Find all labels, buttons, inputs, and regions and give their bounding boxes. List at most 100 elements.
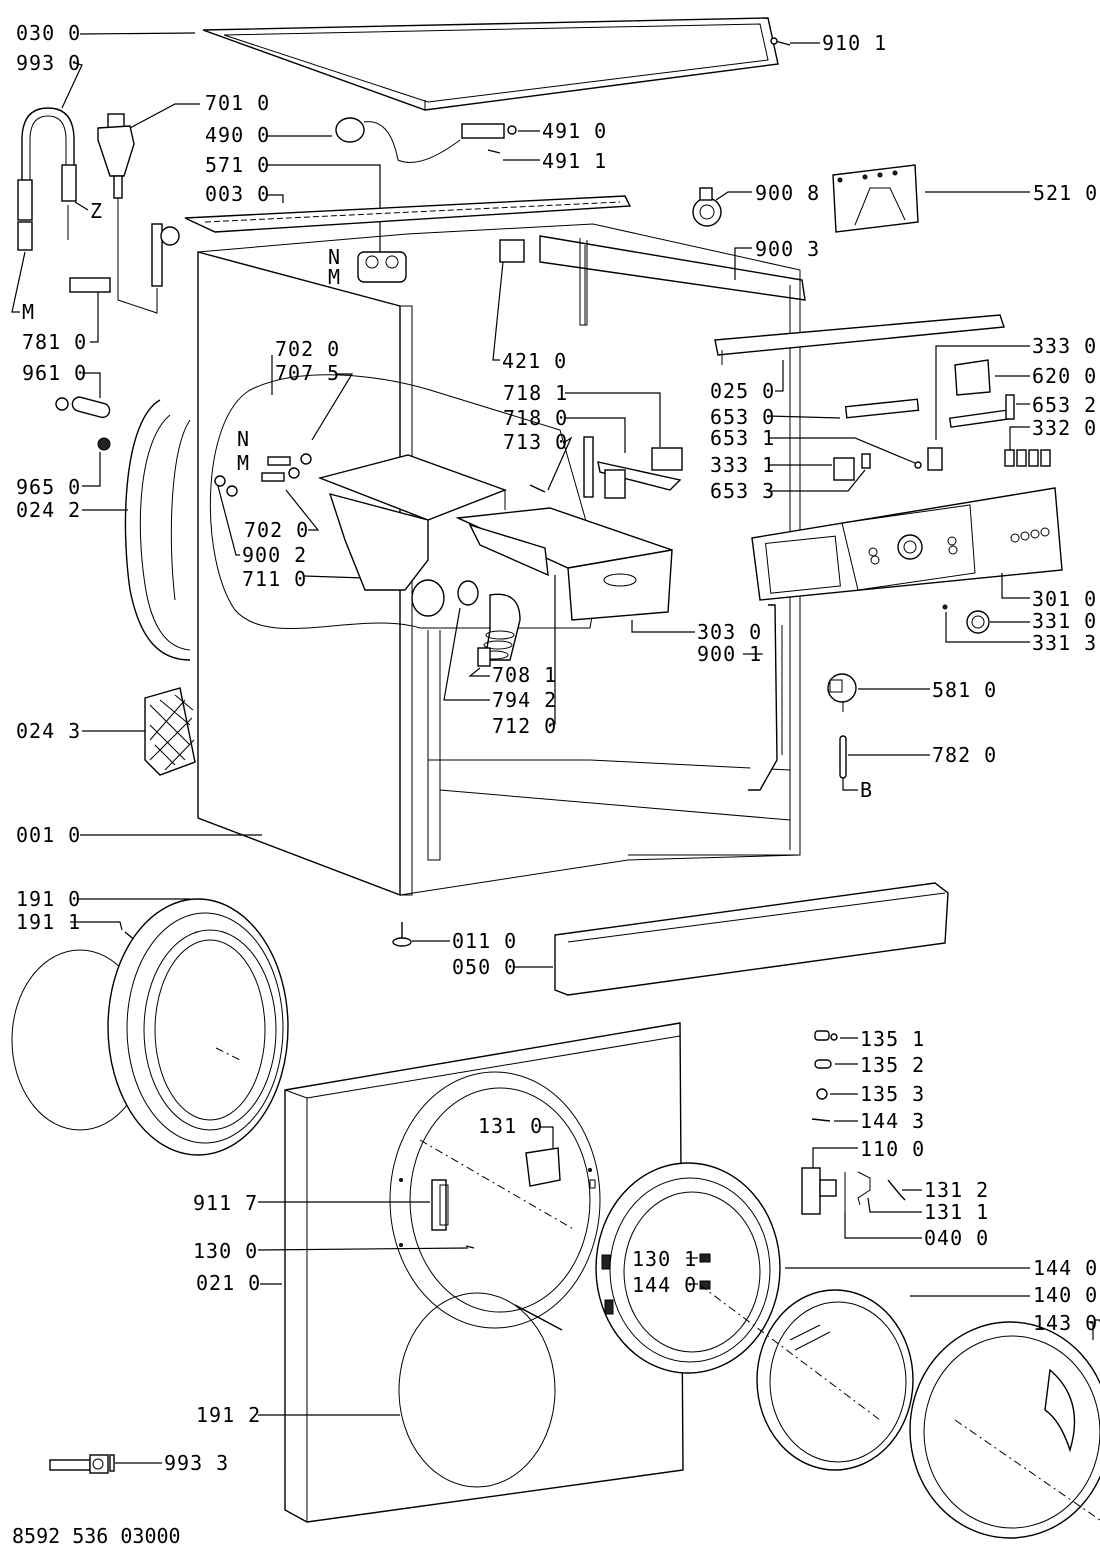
tub-cutout (209, 374, 601, 629)
spring-135-2 (814, 1059, 832, 1069)
control-rail-025-0 (714, 314, 1005, 365)
part-label[interactable]: 024 3 (16, 719, 81, 743)
leader-line (540, 1126, 554, 1148)
part-label[interactable]: 571 0 (205, 153, 270, 177)
part-label[interactable]: 024 2 (16, 498, 81, 522)
leader-line (844, 1212, 922, 1239)
part-label[interactable]: 718 1 (503, 381, 568, 405)
part-label[interactable]: 653 0 (710, 405, 775, 429)
leader-line (565, 417, 626, 453)
part-label[interactable]: 900 2 (242, 543, 307, 567)
part-label[interactable]: 581 0 (932, 678, 997, 702)
part-label[interactable]: 333 1 (710, 453, 775, 477)
part-label[interactable]: 491 0 (542, 119, 607, 143)
side-frame-024-2 (124, 399, 191, 661)
leader-line (79, 32, 196, 35)
part-label[interactable]: 781 0 (22, 330, 87, 354)
part-label[interactable]: 713 0 (503, 430, 568, 454)
part-label[interactable]: 900 8 (755, 181, 820, 205)
hinge-pin-135-1 (814, 1030, 838, 1041)
part-label[interactable]: 620 0 (1032, 364, 1097, 388)
door-glass-140-0 (699, 1284, 914, 1471)
part-label[interactable]: 900 3 (755, 237, 820, 261)
knob-331-0 (942, 604, 990, 634)
part-label[interactable]: 001 0 (16, 823, 81, 847)
part-label[interactable]: 303 0 (697, 620, 762, 644)
part-label[interactable]: 130 0 (193, 1239, 258, 1263)
dispenser-711-0 (317, 454, 507, 617)
leader-line (715, 191, 752, 201)
part-label[interactable]: 965 0 (16, 475, 81, 499)
part-label[interactable]: 301 0 (1032, 587, 1097, 611)
part-label[interactable]: 131 0 (478, 1114, 543, 1138)
leader-line (767, 415, 841, 419)
part-label[interactable]: 782 0 (932, 743, 997, 767)
part-label[interactable]: M (22, 300, 35, 324)
part-label[interactable]: 131 1 (924, 1200, 989, 1224)
led-strip-653-2 (948, 394, 1015, 428)
part-label[interactable]: 131 2 (924, 1178, 989, 1202)
bracket-333-0 (914, 447, 943, 471)
rear-rail (539, 235, 806, 326)
part-label[interactable]: 140 0 (1033, 1283, 1098, 1307)
part-label[interactable]: 653 3 (710, 479, 775, 503)
part-label[interactable]: 135 3 (860, 1082, 925, 1106)
part-label[interactable]: 144 3 (860, 1109, 925, 1133)
part-label[interactable]: 191 1 (16, 910, 81, 934)
part-label[interactable]: 911 7 (193, 1191, 258, 1215)
part-label[interactable]: 421 0 (502, 349, 567, 373)
part-label[interactable]: 144 0 (1033, 1256, 1098, 1280)
part-label[interactable]: 011 0 (452, 929, 517, 953)
part-label[interactable]: 135 2 (860, 1053, 925, 1077)
part-label[interactable]: 491 1 (542, 149, 607, 173)
part-label[interactable]: N (328, 245, 341, 269)
part-label[interactable]: 961 0 (22, 361, 87, 385)
part-label[interactable]: 653 1 (710, 426, 775, 450)
part-label[interactable]: 331 0 (1032, 609, 1097, 633)
part-label[interactable]: N (237, 427, 250, 451)
part-label[interactable]: 191 2 (196, 1403, 261, 1427)
part-900-8 (692, 187, 722, 227)
part-label[interactable]: 702 0 (244, 518, 309, 542)
part-label[interactable]: 110 0 (860, 1137, 925, 1161)
part-label[interactable]: 711 0 (242, 567, 307, 591)
part-label[interactable]: 521 0 (1033, 181, 1098, 205)
part-label[interactable]: 191 0 (16, 887, 81, 911)
part-label[interactable]: 707 5 (275, 361, 340, 385)
part-label[interactable]: 003 0 (205, 182, 270, 206)
part-label[interactable]: 144 0 (632, 1273, 697, 1297)
part-label[interactable]: 332 0 (1032, 416, 1097, 440)
part-label[interactable]: 490 0 (205, 123, 270, 147)
leader-line (945, 612, 1030, 643)
part-label[interactable]: 993 0 (16, 51, 81, 75)
part-label[interactable]: 331 3 (1032, 631, 1097, 655)
leader-line (82, 372, 101, 398)
part-label[interactable]: 025 0 (710, 379, 775, 403)
part-label[interactable]: 030 0 (16, 21, 81, 45)
leader-line (61, 62, 83, 109)
bracket-333-1 (833, 453, 871, 481)
part-label[interactable]: 653 2 (1032, 393, 1097, 417)
part-label[interactable]: 333 0 (1032, 334, 1097, 358)
part-label[interactable]: Z (90, 199, 103, 223)
part-label[interactable]: 021 0 (196, 1271, 261, 1295)
part-label[interactable]: 702 0 (275, 337, 340, 361)
tube-782-0 (839, 735, 847, 779)
part-label[interactable]: 143 0 (1033, 1311, 1098, 1335)
part-label[interactable]: 701 0 (205, 91, 270, 115)
part-label[interactable]: 718 0 (503, 406, 568, 430)
part-label[interactable]: 910 1 (822, 31, 887, 55)
part-label[interactable]: 794 2 (492, 688, 557, 712)
part-label[interactable]: M (237, 451, 250, 475)
part-label[interactable]: 135 1 (860, 1027, 925, 1051)
part-label[interactable]: 993 3 (164, 1451, 229, 1475)
part-label[interactable]: 708 1 (492, 663, 557, 687)
control-module-521-0 (832, 164, 919, 233)
part-label-m[interactable]: M (328, 265, 341, 289)
part-label[interactable]: 130 1 (632, 1247, 697, 1271)
part-label[interactable]: 040 0 (924, 1226, 989, 1250)
part-label[interactable]: 050 0 (452, 955, 517, 979)
part-label[interactable]: B (860, 778, 873, 802)
door-trim-143-0 (909, 1321, 1100, 1539)
part-label[interactable]: 712 0 (492, 714, 557, 738)
